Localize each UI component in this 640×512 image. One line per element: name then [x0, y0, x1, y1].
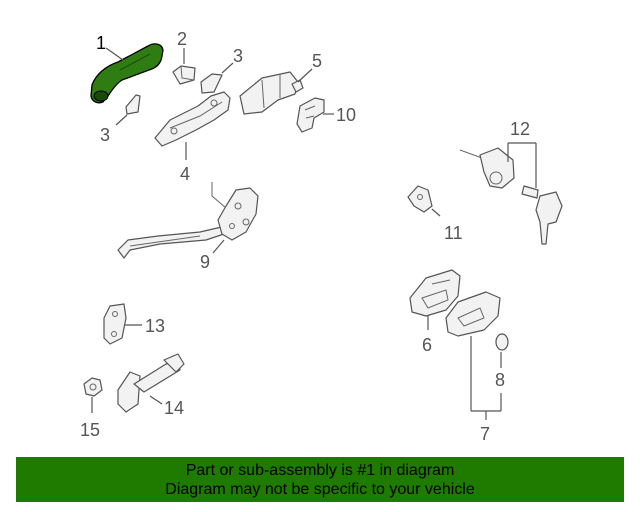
part-15-bolt[interactable] [83, 377, 103, 397]
part-3-gasket-lower[interactable] [125, 94, 141, 115]
callout-7: 7 [480, 424, 490, 444]
part-2-cap[interactable] [172, 65, 196, 85]
banner-line-1: Part or sub-assembly is #1 in diagram [185, 462, 455, 479]
callout-4: 4 [180, 164, 190, 184]
part-9-lock-actuator[interactable] [117, 182, 259, 259]
callout-3-lower: 3 [100, 125, 110, 145]
callout-8: 8 [495, 370, 505, 390]
part-3-gasket-upper[interactable] [200, 73, 223, 94]
callout-12: 12 [510, 119, 530, 139]
callout-15: 15 [80, 420, 100, 440]
callout-14: 14 [164, 398, 184, 418]
part-1-outside-handle[interactable] [90, 43, 164, 104]
part-12-lock-cylinder-keys[interactable] [459, 147, 563, 245]
callout-13: 13 [145, 316, 165, 336]
part-13-striker[interactable] [103, 303, 127, 345]
callout-1: 1 [96, 33, 106, 53]
callout-11: 11 [444, 223, 463, 243]
banner-line-2: Diagram may not be specific to your vehi… [165, 481, 475, 498]
callout-2: 2 [177, 29, 187, 49]
part-10-bracket[interactable] [296, 97, 325, 133]
part-8-cap[interactable] [495, 333, 509, 351]
callout-3-upper: 3 [233, 46, 243, 66]
part-14-door-check[interactable] [117, 353, 185, 413]
callout-5: 5 [312, 51, 322, 71]
callout-9: 9 [200, 252, 210, 272]
part-7-handle-bezel[interactable] [445, 291, 501, 337]
part-6-inside-handle[interactable] [409, 269, 461, 317]
callout-6: 6 [422, 335, 432, 355]
part-4-handle-frame[interactable] [154, 91, 231, 147]
part-11-clip[interactable] [407, 185, 433, 213]
info-banner: Part or sub-assembly is #1 in diagram Di… [16, 457, 624, 502]
part-5-reinforcement[interactable] [239, 71, 304, 115]
callout-10: 10 [336, 105, 356, 125]
